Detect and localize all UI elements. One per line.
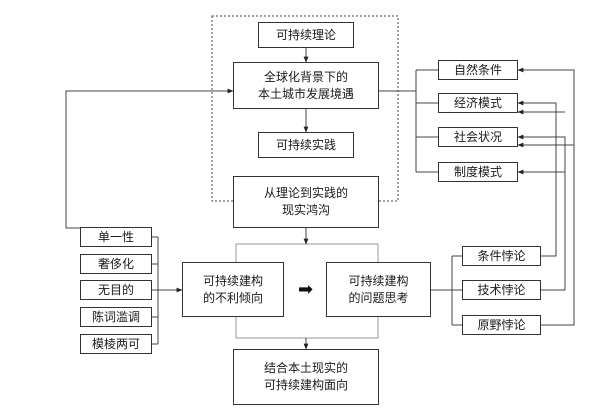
condition-item: 社会状况 — [438, 127, 518, 147]
node-combine: 结合本土现实的 可持续建构面向 — [233, 349, 379, 405]
left-item: 陈词滥调 — [80, 307, 152, 327]
left-item: 单一性 — [80, 227, 152, 247]
left-item: 奢侈化 — [80, 254, 152, 274]
left-item: 模棱两可 — [80, 334, 152, 354]
node-gap: 从理论到实践的 现实鸿沟 — [233, 176, 379, 228]
feedback-wild-paradox — [517, 67, 575, 326]
node-sustain-theory: 可持续理论 — [258, 22, 354, 48]
arrow-right-bold-icon: ➡ — [298, 279, 314, 300]
paradox-item: 技术悖论 — [462, 280, 541, 300]
node-problem-thinking: 可持续建构 的问题思考 — [326, 262, 431, 317]
node-sustain-practice: 可持续实践 — [258, 132, 354, 158]
condition-item: 自然条件 — [438, 60, 518, 80]
feedback-condition-paradox — [517, 100, 557, 257]
paradox-item: 条件悖论 — [462, 246, 541, 266]
arrow-left-loop — [65, 88, 234, 229]
node-unfavorable: 可持续建构 的不利倾向 — [182, 262, 284, 317]
paradox-item: 原野悖论 — [462, 315, 541, 335]
feedback-tech-paradox — [517, 134, 566, 291]
node-global-context: 全球化背景下的 本土城市发展境遇 — [233, 62, 379, 109]
condition-item: 经济模式 — [438, 93, 518, 113]
left-item: 无目的 — [80, 280, 152, 300]
condition-item: 制度模式 — [438, 162, 518, 182]
